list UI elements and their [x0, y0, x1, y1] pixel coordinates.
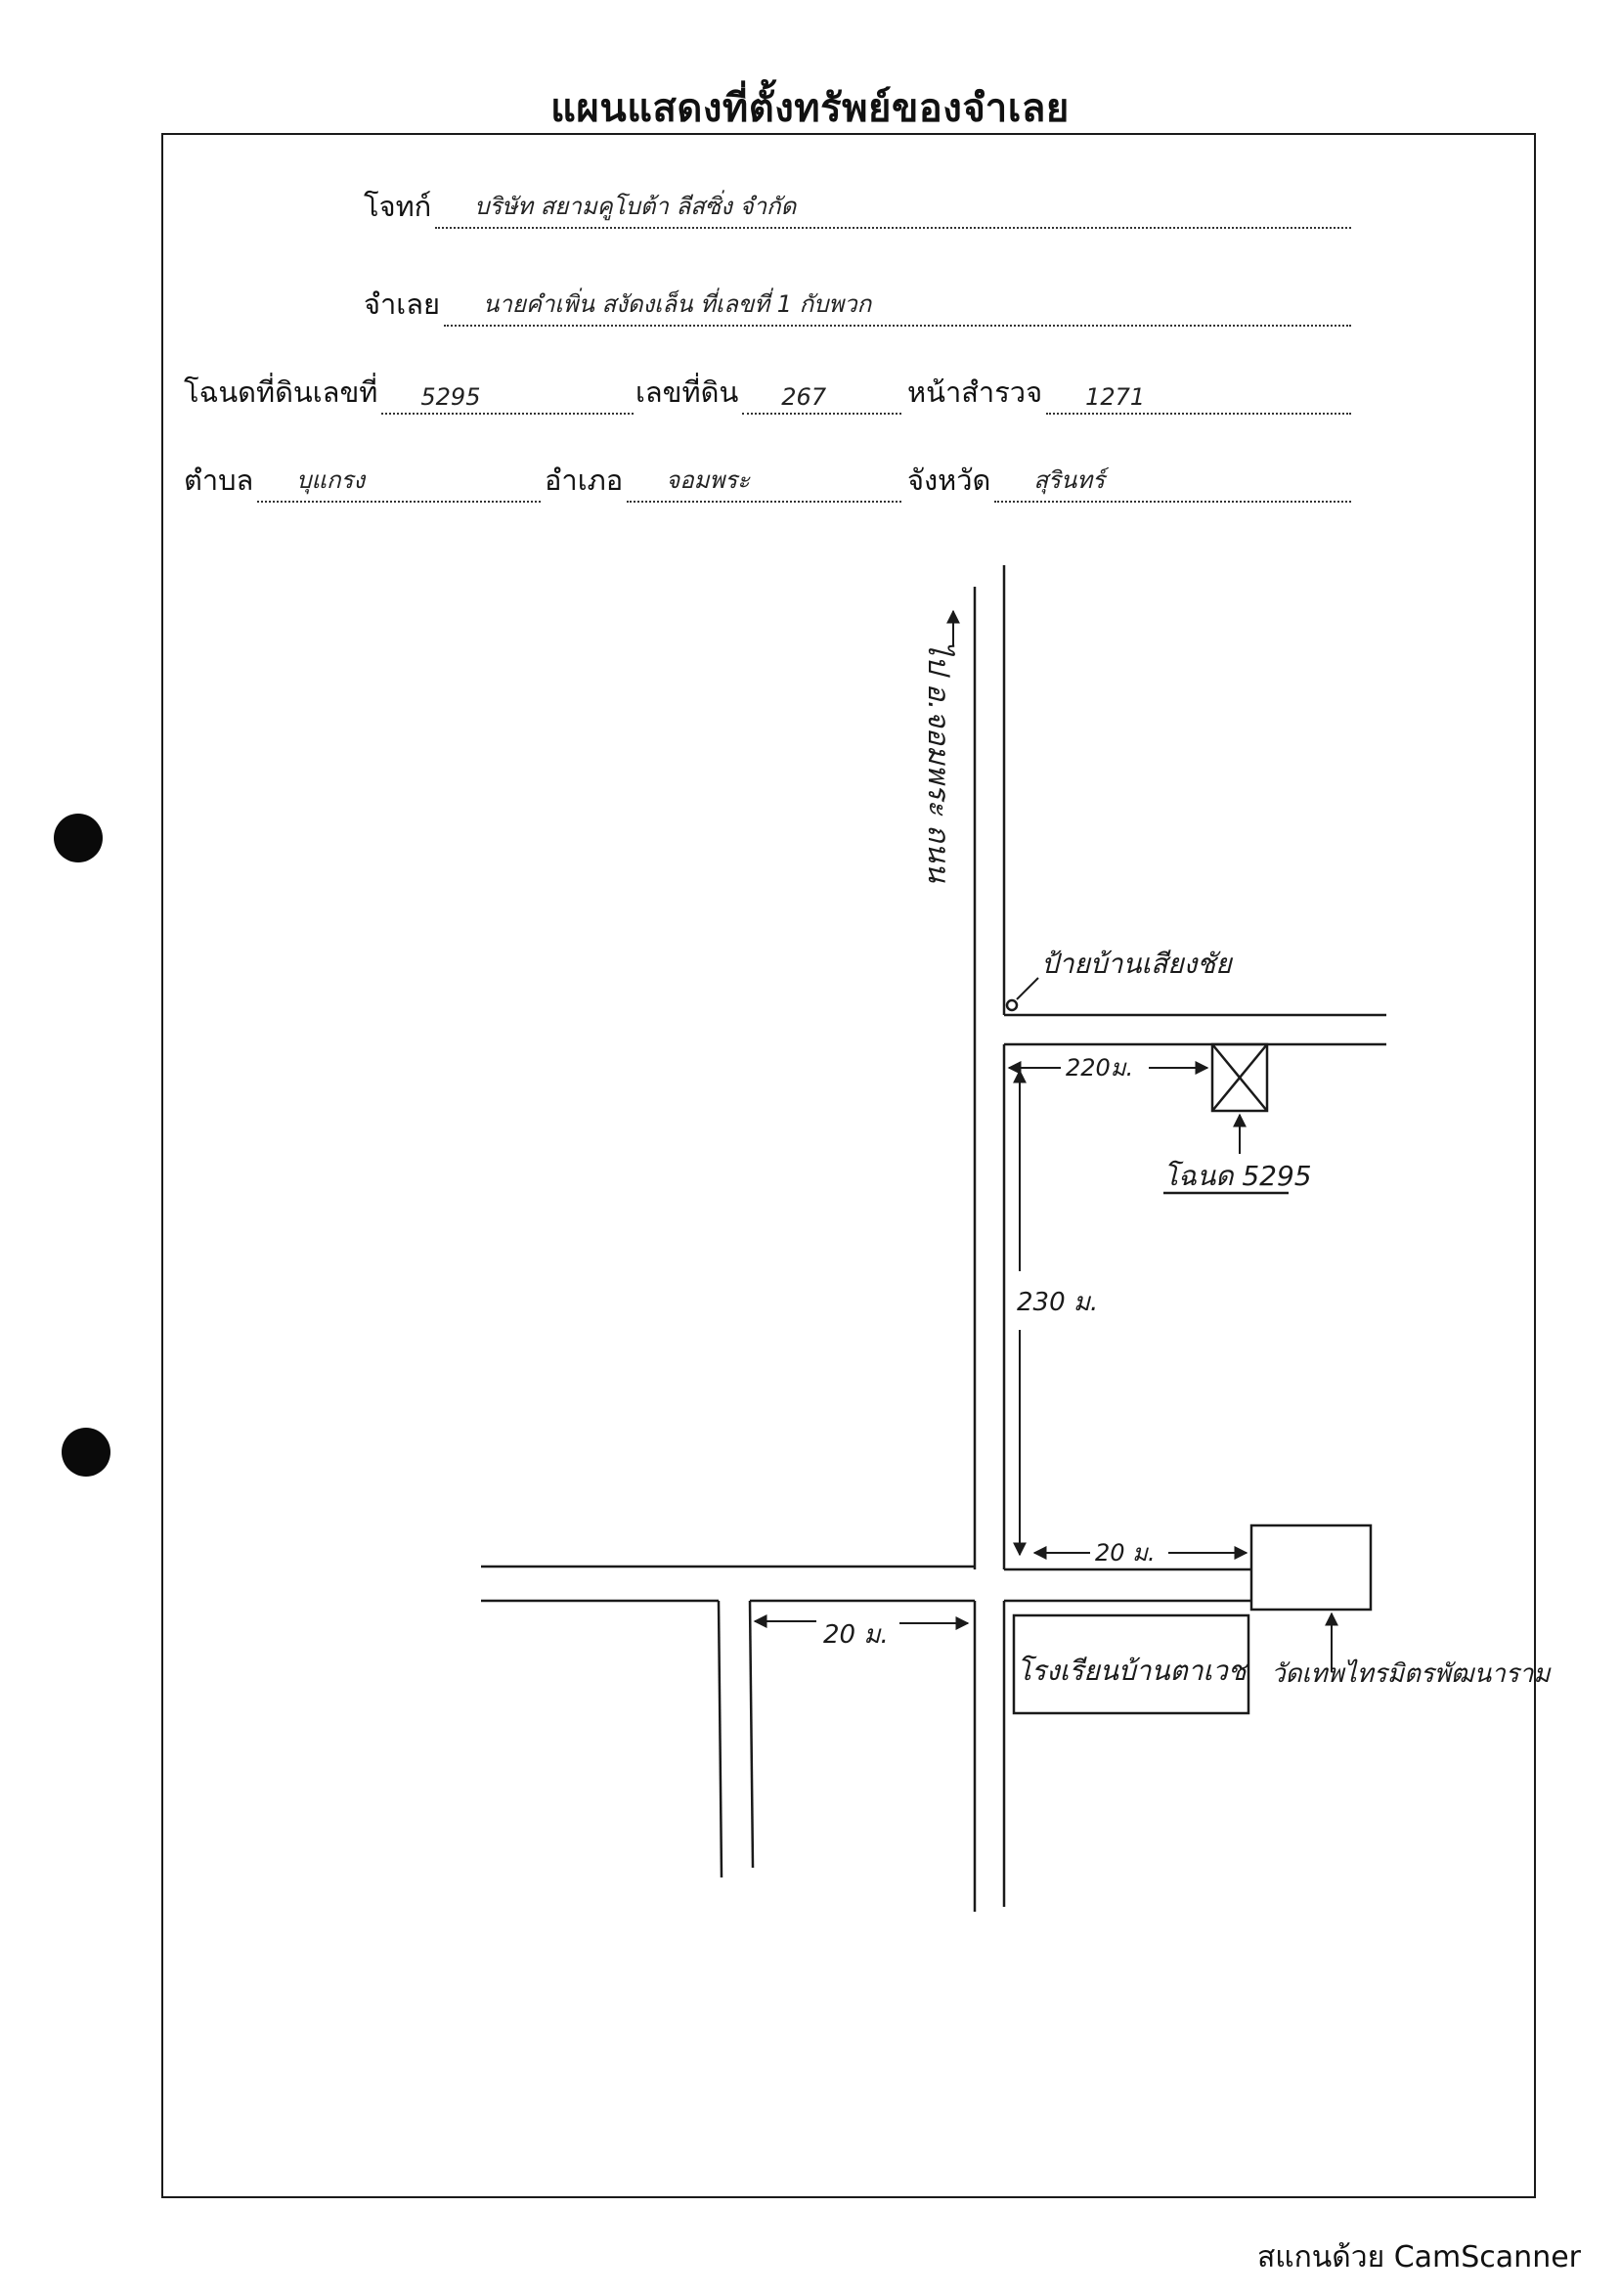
school-label: โรงเรียนบ้านตาเวช: [1017, 1655, 1249, 1687]
survey-value: 1271: [1046, 383, 1351, 415]
defendant-label: จำเลย: [364, 287, 440, 321]
land-no-field: เลขที่ดิน 267: [635, 372, 901, 415]
dist-bottom-right-label: 20 ม.: [1095, 1539, 1156, 1567]
page-title: แผนแสดงที่ตั้งทรัพย์ของจำเลย: [550, 85, 1070, 131]
defendant-value: นายคำเพิ่น สงัดงเล็น ที่เลขที่ 1 กับพวก: [443, 285, 1351, 327]
deed-field: โฉนดที่ดินเลขที่ 5295: [184, 372, 634, 415]
province-value: สุรินทร์: [994, 461, 1351, 503]
land-no-label: เลขที่ดิน: [635, 375, 739, 409]
scanner-watermark: สแกนด้วย CamScanner: [1256, 2240, 1581, 2274]
province-field: จังหวัด สุรินทร์: [907, 460, 1351, 503]
lower-road-left-east: [748, 1600, 755, 1869]
road-label: ไป อ.จอมพระ ถนน: [921, 640, 955, 884]
binder-hole-top: [54, 814, 103, 862]
subdistrict-label: ตำบล: [184, 464, 254, 497]
deed-plot-marker: [1210, 1042, 1269, 1113]
plaintiff-value: บริษัท สยามคูโบต้า ลีสซิ่ง จำกัด: [435, 187, 1351, 229]
land-no-value: 267: [742, 383, 901, 415]
deed-plot-cross-b: [1211, 1043, 1268, 1112]
bus-stop-label: ป้ายบ้านเสียงชัย: [1041, 948, 1233, 980]
school-marker: [1012, 1613, 1250, 1715]
deed-value: 5295: [381, 383, 634, 415]
defendant-field: จำเลย นายคำเพิ่น สงัดงเล็น ที่เลขที่ 1 ก…: [364, 284, 1351, 327]
map-frame: [161, 133, 1536, 2198]
binder-hole-bottom: [62, 1428, 110, 1477]
deed-marker-label: โฉนด 5295: [1163, 1160, 1312, 1192]
subdistrict-value: บุแกรง: [257, 461, 541, 503]
bus-stop-pointer: [1016, 977, 1039, 1000]
dist-top-label: 220ม.: [1066, 1054, 1133, 1082]
lower-road-left-west: [717, 1600, 723, 1878]
temple-marker: [1249, 1523, 1373, 1612]
temple-label: วัดเทพไทรมิตรพัฒนาราม: [1271, 1658, 1552, 1689]
subdistrict-field: ตำบล บุแกรง: [184, 460, 541, 503]
survey-label: หน้าสำรวจ: [907, 375, 1043, 409]
plaintiff-label: โจทก์: [364, 190, 432, 223]
deed-label: โฉนดที่ดินเลขที่: [184, 375, 378, 409]
plaintiff-field: โจทก์ บริษัท สยามคูโบต้า ลีสซิ่ง จำกัด: [364, 186, 1351, 229]
dist-bottom-left-label: 20 ม.: [823, 1620, 889, 1650]
district-field: อำเภอ จอมพระ: [545, 460, 901, 503]
district-label: อำเภอ: [545, 464, 624, 497]
survey-field: หน้าสำรวจ 1271: [907, 372, 1351, 415]
province-label: จังหวัด: [907, 464, 991, 497]
district-value: จอมพระ: [627, 461, 901, 503]
dist-vertical-label: 230 ม.: [1017, 1288, 1098, 1317]
bus-stop-marker: [1005, 998, 1019, 1012]
